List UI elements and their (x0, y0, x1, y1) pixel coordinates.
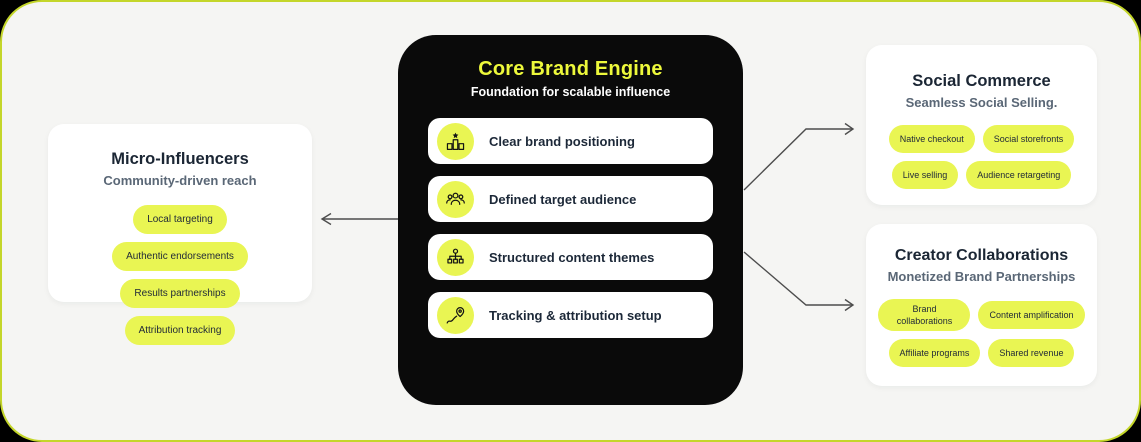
card-title: Micro-Influencers (111, 150, 249, 168)
creator-collaborations-card: Creator Collaborations Monetized Brand P… (866, 224, 1097, 386)
engine-item-label: Clear brand positioning (489, 133, 635, 149)
card-subtitle: Community-driven reach (103, 173, 257, 188)
engine-item-label: Tracking & attribution setup (489, 307, 662, 323)
icon-circle (437, 296, 474, 334)
icon-circle (437, 180, 474, 218)
engine-item-brand-positioning: Clear brand positioning (428, 118, 713, 164)
tag-local-targeting: Local targeting (133, 205, 227, 234)
card-title: Social Commerce (912, 72, 1051, 90)
tag-audience-retargeting: Audience retargeting (966, 161, 1072, 189)
engine-title: Core Brand Engine (478, 58, 663, 80)
tag-live-selling: Live selling (891, 161, 959, 189)
audience-icon (446, 192, 465, 205)
podium-icon (446, 132, 465, 150)
tag-list: Local targeting Authentic endorsements R… (48, 205, 312, 345)
core-brand-engine-card: Core Brand Engine Foundation for scalabl… (398, 35, 743, 405)
social-commerce-card: Social Commerce Seamless Social Selling.… (866, 45, 1097, 205)
engine-item-target-audience: Defined target audience (428, 176, 713, 222)
tag-list: Native checkout Social storefronts Live … (866, 125, 1097, 189)
icon-circle (437, 122, 474, 160)
tag-social-storefronts: Social storefronts (982, 125, 1075, 153)
tag-authentic-endorsements: Authentic endorsements (112, 242, 248, 271)
engine-item-tracking-setup: Tracking & attribution setup (428, 292, 713, 338)
tag-attribution-tracking: Attribution tracking (124, 316, 236, 345)
micro-influencers-card: Micro-Influencers Community-driven reach… (48, 124, 312, 345)
sitemap-icon (447, 248, 464, 264)
route-pin-icon (446, 306, 465, 324)
engine-item-label: Structured content themes (489, 249, 655, 265)
engine-subtitle: Foundation for scalable influence (470, 85, 671, 99)
tag-brand-collaborations: Brand collaborations (878, 299, 971, 332)
card-title: Creator Collaborations (894, 247, 1069, 264)
tag-content-amplification: Content amplification (978, 301, 1085, 330)
tag-shared-revenue: Shared revenue (988, 339, 1075, 368)
tag-results-partnerships: Results partnerships (120, 279, 240, 308)
tag-affiliate-programs: Affiliate programs (888, 339, 981, 368)
engine-items: Clear brand positioning Defined target a… (428, 118, 713, 338)
icon-circle (437, 238, 474, 276)
engine-item-label: Defined target audience (489, 191, 637, 207)
tag-list: Brand collaborations Content amplificati… (866, 299, 1097, 368)
engine-item-content-themes: Structured content themes (428, 234, 713, 280)
card-subtitle: Monetized Brand Partnerships (887, 269, 1076, 284)
card-subtitle: Seamless Social Selling. (905, 95, 1058, 110)
tag-native-checkout: Native checkout (888, 125, 975, 153)
